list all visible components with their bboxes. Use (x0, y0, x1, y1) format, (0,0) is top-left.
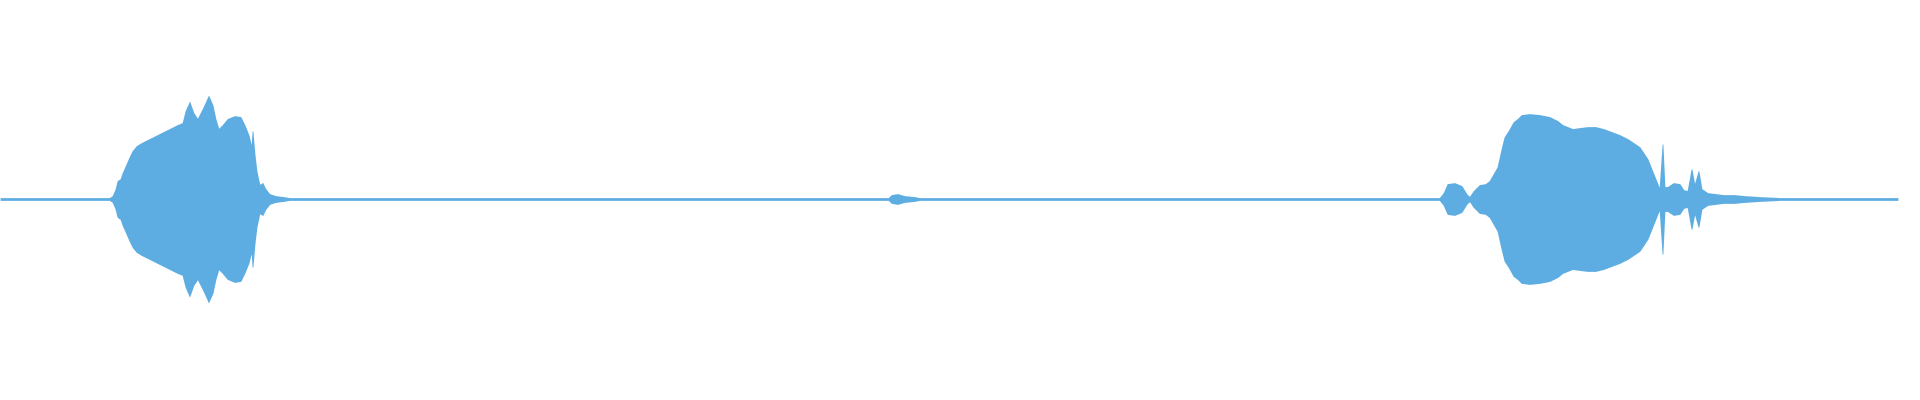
waveform-envelope (0, 95, 1899, 304)
